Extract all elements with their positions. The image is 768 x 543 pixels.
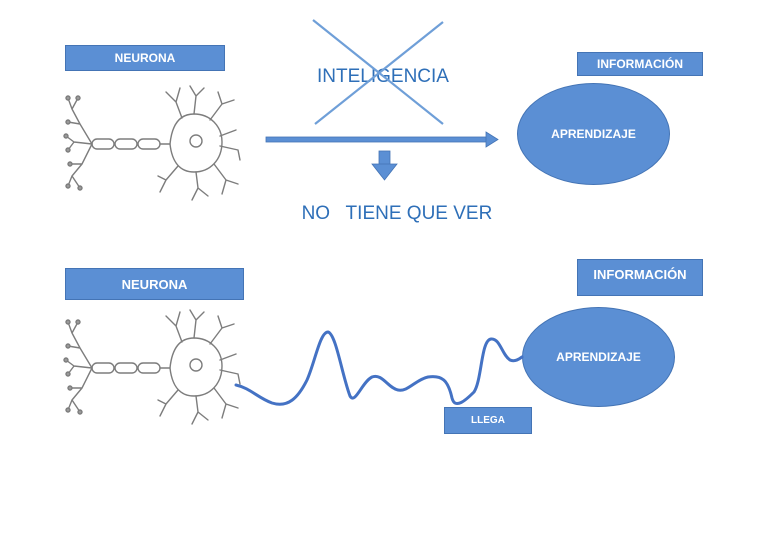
bottom-info-label: INFORMACIÓN <box>577 259 703 296</box>
bottom-neuron-icon <box>63 309 241 425</box>
top-learning-text: APRENDIZAJE <box>551 127 636 141</box>
bottom-neuron-label: NEURONA <box>65 268 244 300</box>
bottom-learning-ellipse: APRENDIZAJE <box>522 307 675 407</box>
signal-wave <box>234 330 524 406</box>
arrives-label-text: LLEGA <box>471 415 505 426</box>
top-neuron-label-text: NEURONA <box>114 51 176 65</box>
top-info-label-text: INFORMACIÓN <box>597 57 683 71</box>
top-info-label: INFORMACIÓN <box>577 52 703 76</box>
top-learning-ellipse: APRENDIZAJE <box>517 83 670 185</box>
right-arrow <box>265 131 499 148</box>
conclusion-text: NO TIENE QUE VER <box>291 181 493 225</box>
cross-line-1 <box>312 19 444 125</box>
bottom-neuron-label-text: NEURONA <box>121 276 188 292</box>
bottom-learning-text: APRENDIZAJE <box>556 350 641 364</box>
cross-line-2 <box>314 21 444 125</box>
arrives-label: LLEGA <box>444 407 532 434</box>
top-neuron-label: NEURONA <box>65 45 225 71</box>
bottom-info-label-text: INFORMACIÓN <box>593 267 687 282</box>
conclusion-text-value: NO TIENE QUE VER <box>301 203 493 224</box>
top-neuron-icon <box>63 85 241 201</box>
down-arrow <box>371 150 398 181</box>
